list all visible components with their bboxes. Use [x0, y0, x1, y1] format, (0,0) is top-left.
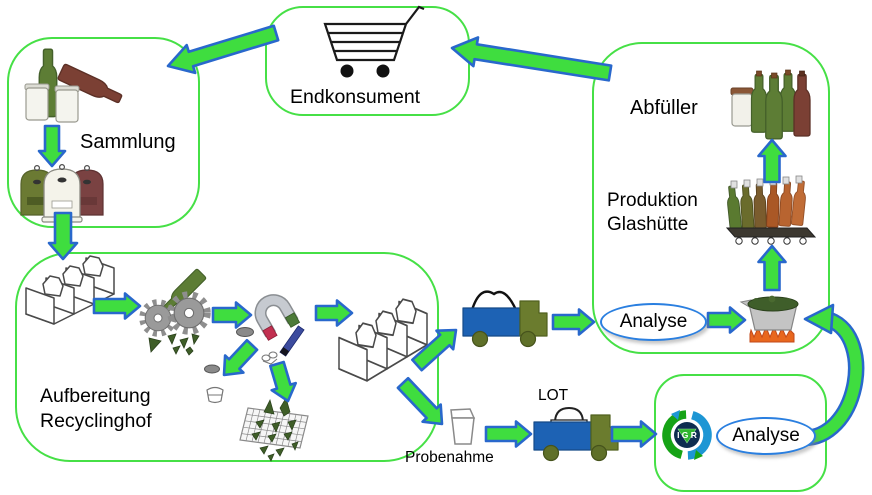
arrow-crusher-to-magnet [211, 301, 253, 329]
arrow-abfueller-to-endkonsument [450, 36, 613, 82]
filled-bottles-icon [730, 69, 811, 140]
arrow-analyse-to-meltingpot [706, 306, 747, 334]
arrow-magnet-to-caps [222, 338, 259, 377]
bottle-bank-icon [20, 163, 104, 223]
produktion-label-line1: Produktion [607, 190, 698, 211]
sorting-crate-icon [338, 298, 428, 382]
flow-arrows [37, 24, 865, 448]
arrow-crate-to-truck [410, 328, 458, 372]
aufbereitung-label-line1: Aufbereitung [40, 385, 151, 407]
sieve-icon [239, 397, 309, 462]
shopping-cart-icon [323, 5, 425, 78]
arrow-meltingpot-to-production [757, 244, 787, 292]
analyse-label: Analyse [619, 311, 688, 332]
lot-truck-icon [533, 406, 619, 462]
lot-label: LOT [538, 387, 569, 404]
igr-logo-icon: I G R [662, 410, 712, 460]
analyse-oval-glashuette: Analyse [600, 303, 707, 341]
sample-bucket-icon [450, 408, 476, 445]
analyse-label: Analyse [732, 425, 800, 446]
waste-glass-bottles-icon [24, 48, 125, 123]
arrow-production-to-abfueller [757, 138, 787, 184]
arrow-endkonsument-to-sammlung [166, 24, 280, 75]
analyse-oval-igr: Analyse [716, 417, 816, 455]
aufbereitung-label-line2: Recyclinghof [40, 410, 152, 432]
arrow-magnet-to-crate [314, 299, 354, 327]
aufbereitung-recyclinghof-label: Aufbereitung Recyclinghof [40, 384, 152, 434]
melting-pot-icon [739, 295, 799, 343]
arrow-truck-to-analyse [551, 308, 596, 336]
crusher-gears-icon [142, 267, 207, 356]
arrow-bottles-to-banks [37, 124, 67, 168]
abfueller-label: Abfüller [630, 97, 698, 119]
arrow-magnet-to-sieve [268, 360, 298, 403]
produktion-glashuette-label: Produktion Glashütte [607, 189, 698, 236]
magnet-icon [236, 294, 305, 357]
arrow-crate-to-sample [396, 376, 444, 426]
arrow-sample-to-lot-truck [484, 420, 533, 448]
arrow-lot-truck-to-analyse [610, 420, 658, 448]
probenahme-label: Probenahme [405, 449, 494, 466]
arrow-sammlung-to-aufbereitung [47, 211, 79, 261]
endkonsument-label: Endkonsument [290, 86, 421, 108]
arrow-crate-to-crusher [92, 292, 142, 320]
igr-logo-text: I G R [677, 430, 697, 440]
arrow-analysebox-to-meltingpot [800, 303, 865, 447]
production-line-icon [725, 175, 817, 245]
cullet-truck-icon [462, 290, 548, 348]
produktion-label-line2: Glashütte [607, 213, 689, 235]
caps-icon [204, 351, 278, 404]
sammlung-label: Sammlung [80, 131, 176, 153]
